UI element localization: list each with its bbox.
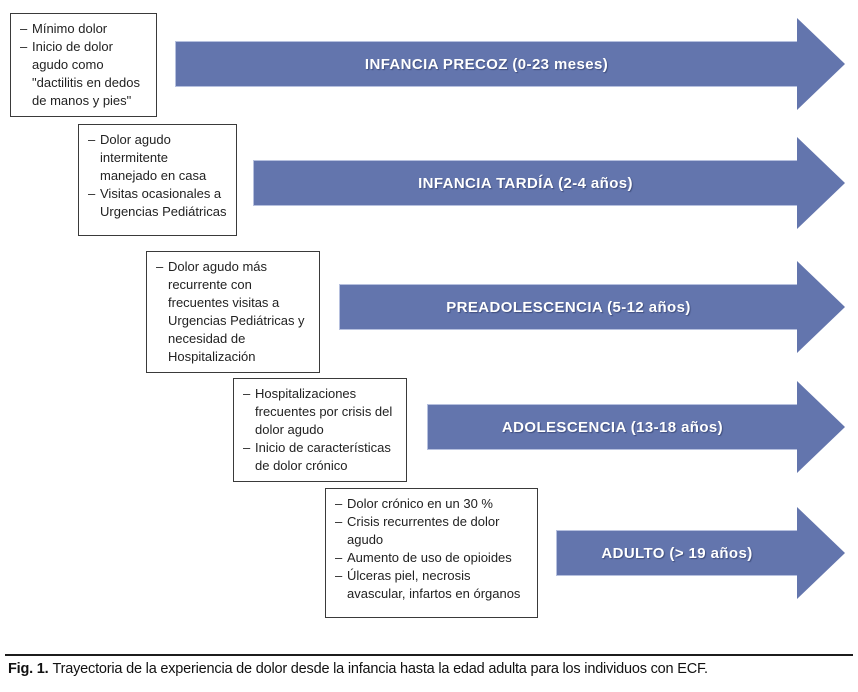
- figure-caption: Fig. 1.Trayectoria de la experiencia de …: [8, 660, 852, 678]
- note-list: Mínimo dolor Inicio de dolor agudo como …: [20, 20, 148, 110]
- arrow-head-icon: [797, 18, 845, 110]
- stage-arrow-label: INFANCIA TARDÍA (2-4 años): [418, 174, 633, 192]
- stage-arrow-adulto: ADULTO (> 19 años): [556, 530, 797, 576]
- note-item: Mínimo dolor: [20, 20, 148, 38]
- note-item: Inicio de características de dolor cróni…: [243, 439, 398, 475]
- note-list: Dolor agudo intermitente manejado en cas…: [88, 131, 228, 221]
- note-box-preadolescencia: Dolor agudo más recurrente con frecuente…: [146, 251, 320, 373]
- stage-arrow-infancia-tardia: INFANCIA TARDÍA (2-4 años): [253, 160, 797, 206]
- caption-divider: [5, 654, 853, 656]
- note-item: Úlceras piel, necrosis avascular, infart…: [335, 567, 529, 603]
- note-box-infancia-tardia: Dolor agudo intermitente manejado en cas…: [78, 124, 237, 236]
- note-box-adulto: Dolor crónico en un 30 % Crisis recurren…: [325, 488, 538, 618]
- stage-arrow-label: INFANCIA PRECOZ (0-23 meses): [364, 55, 609, 73]
- stage-arrow-label: PREADOLESCENCIA (5-12 años): [446, 298, 691, 316]
- note-item: Dolor agudo más recurrente con frecuente…: [156, 258, 311, 366]
- stage-arrow-infancia-precoz: INFANCIA PRECOZ (0-23 meses): [175, 41, 797, 87]
- arrow-head-icon: [797, 137, 845, 229]
- note-box-adolescencia: Hospitalizaciones frecuentes por crisis …: [233, 378, 407, 482]
- arrow-head-icon: [797, 507, 845, 599]
- note-box-infancia-precoz: Mínimo dolor Inicio de dolor agudo como …: [10, 13, 157, 117]
- note-item: Dolor agudo intermitente manejado en cas…: [88, 131, 228, 185]
- stage-arrow-preadolescencia: PREADOLESCENCIA (5-12 años): [339, 284, 797, 330]
- arrow-head-icon: [797, 261, 845, 353]
- figure-caption-label: Fig. 1.: [8, 661, 49, 677]
- figure-caption-text: Trayectoria de la experiencia de dolor d…: [52, 661, 709, 677]
- note-list: Hospitalizaciones frecuentes por crisis …: [243, 385, 398, 475]
- stage-arrow-label: ADOLESCENCIA (13-18 años): [501, 418, 724, 436]
- note-list: Dolor agudo más recurrente con frecuente…: [156, 258, 311, 366]
- note-item: Visitas ocasionales a Urgencias Pediátri…: [88, 185, 228, 221]
- stage-arrow-label: ADULTO (> 19 años): [601, 544, 753, 562]
- note-item: Hospitalizaciones frecuentes por crisis …: [243, 385, 398, 439]
- note-item: Dolor crónico en un 30 %: [335, 495, 529, 513]
- note-item: Aumento de uso de opioides: [335, 549, 529, 567]
- note-list: Dolor crónico en un 30 % Crisis recurren…: [335, 495, 529, 603]
- arrow-head-icon: [797, 381, 845, 473]
- note-item: Crisis recurrentes de dolor agudo: [335, 513, 529, 549]
- stage-arrow-adolescencia: ADOLESCENCIA (13-18 años): [427, 404, 797, 450]
- note-item: Inicio de dolor agudo como "dactilitis e…: [20, 38, 148, 110]
